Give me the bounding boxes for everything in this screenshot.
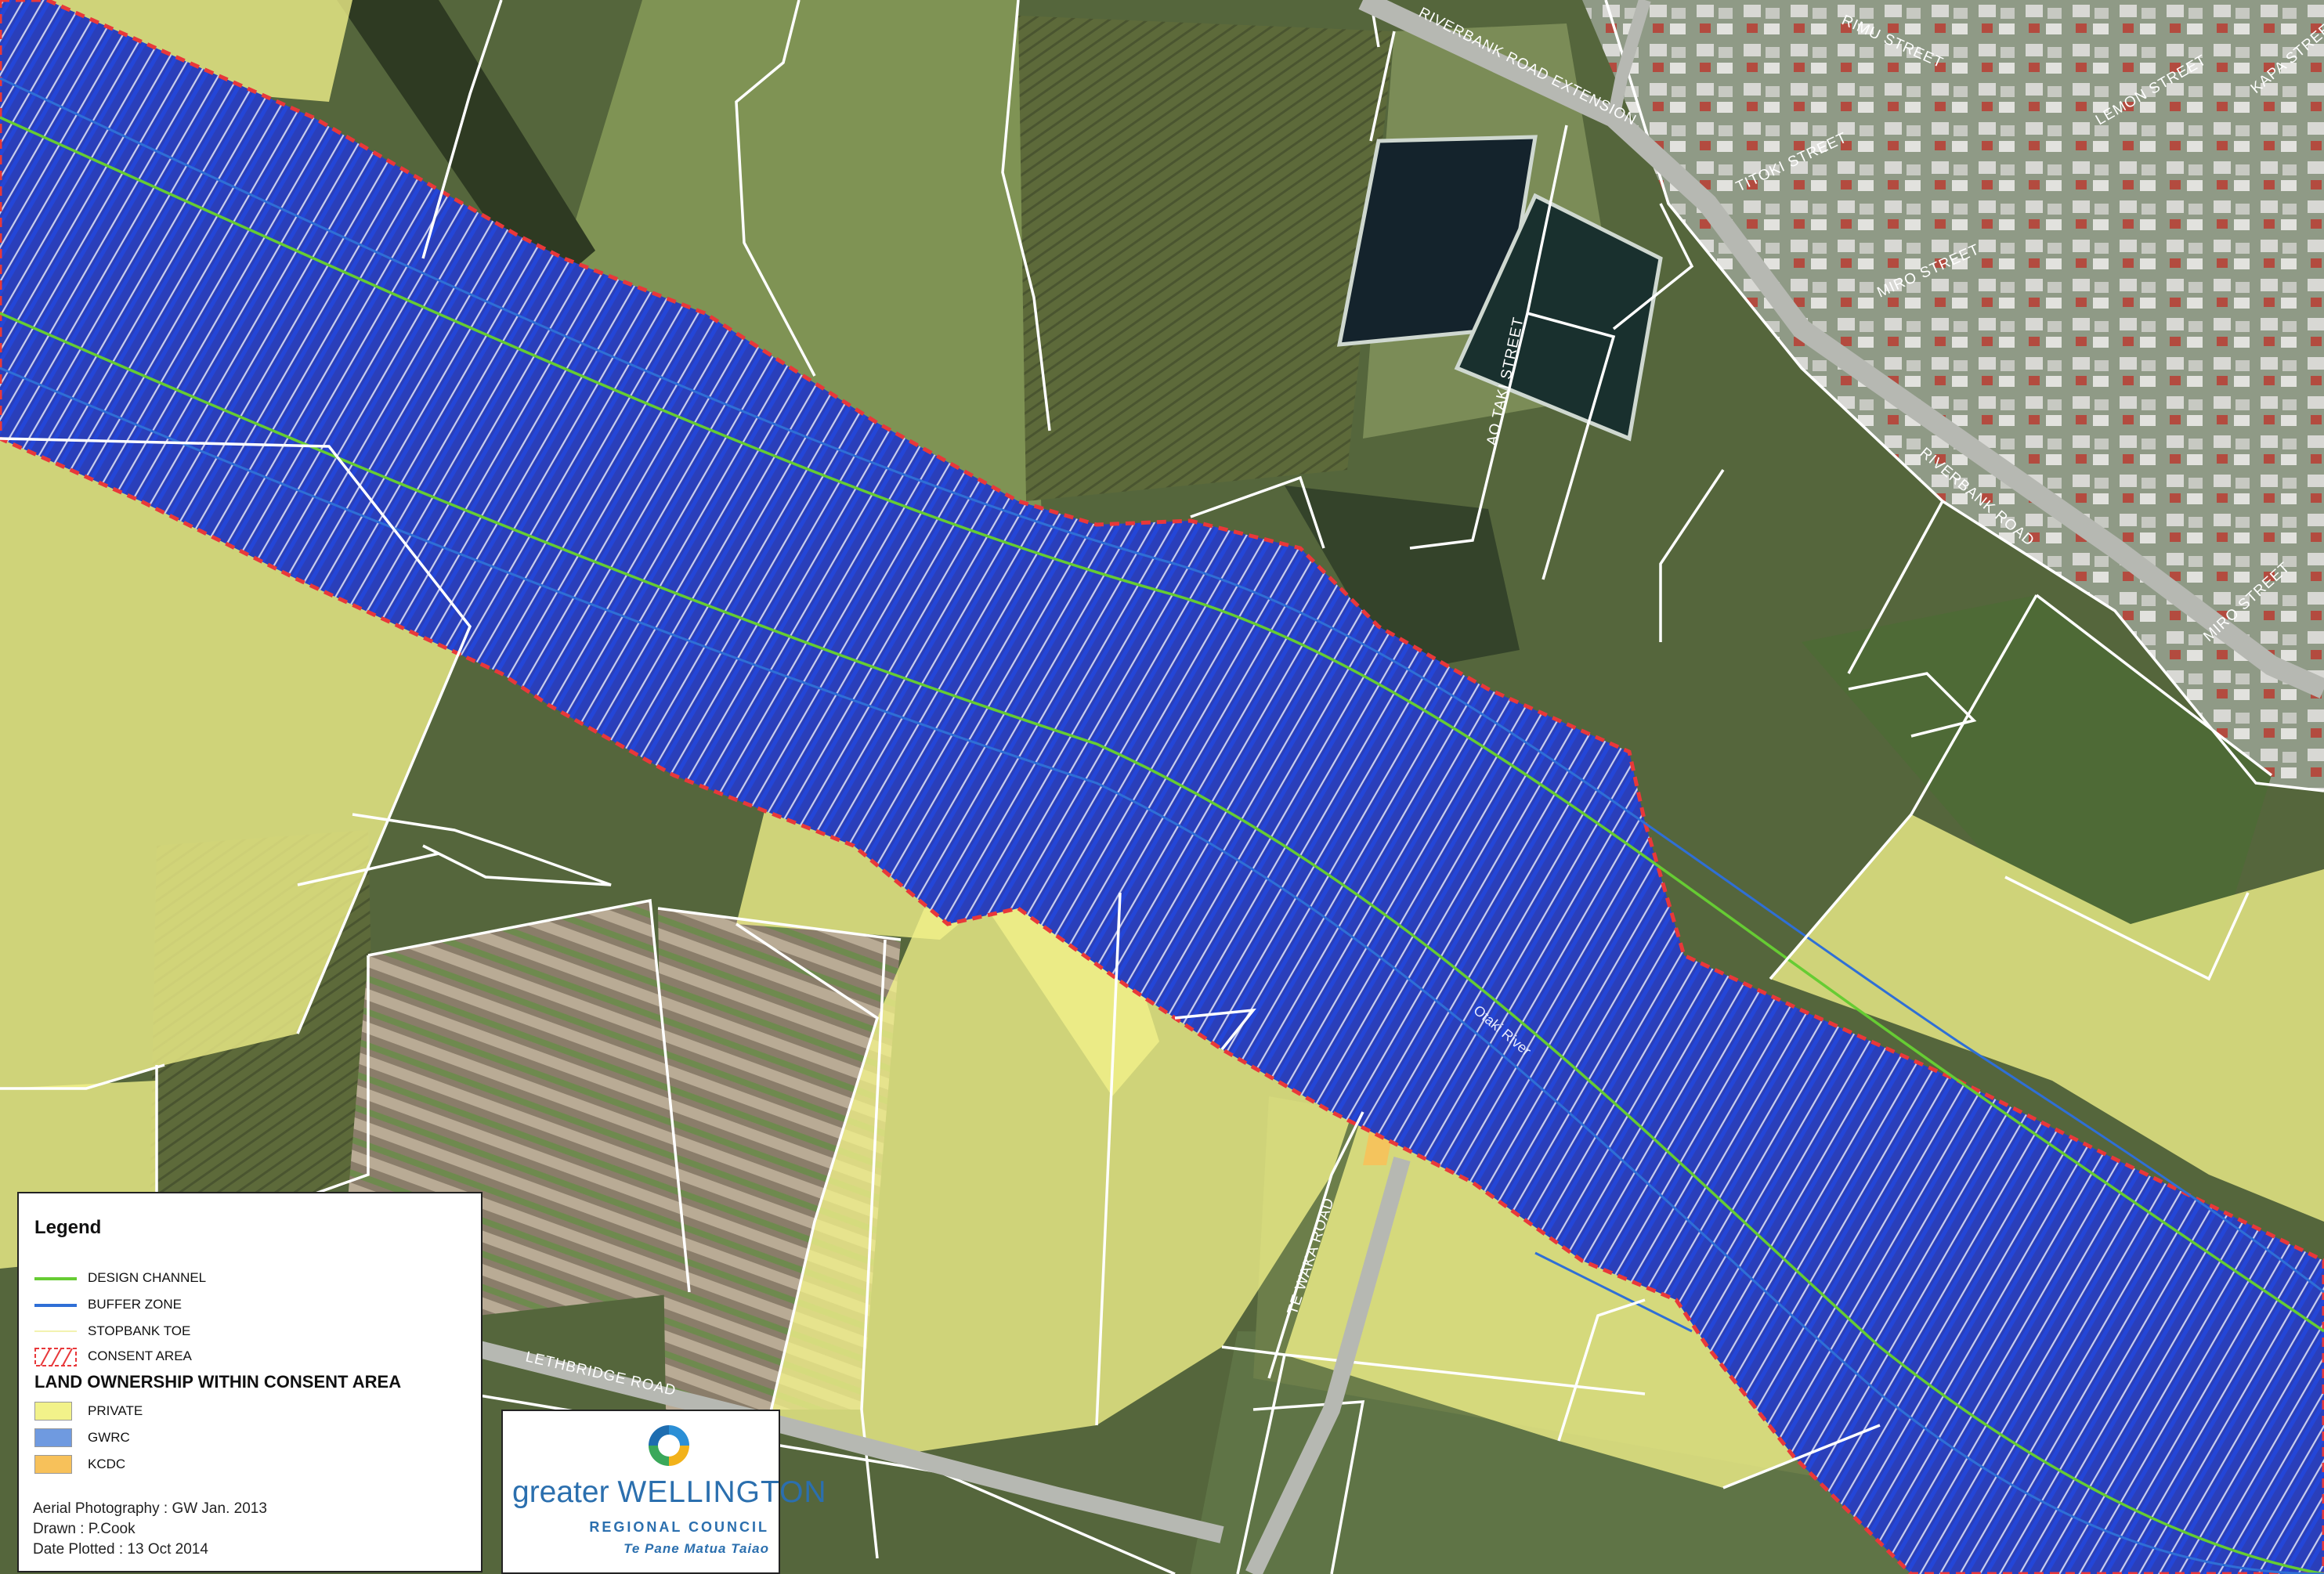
logo-subtitle: REGIONAL COUNCIL xyxy=(589,1519,769,1535)
consent-area-swatch xyxy=(34,1348,77,1366)
legend-label: DESIGN CHANNEL xyxy=(88,1270,207,1285)
legend-item-private: PRIVATE xyxy=(34,1402,143,1421)
private-swatch xyxy=(34,1402,72,1421)
legend-item-consent-area: CONSENT AREA xyxy=(34,1347,192,1366)
legend-section-title: LAND OWNERSHIP WITHIN CONSENT AREA xyxy=(34,1372,402,1392)
legend-item-gwrc: GWRC xyxy=(34,1428,130,1447)
tree-belt xyxy=(1285,486,1520,673)
legend-item-kcdc: KCDC xyxy=(34,1455,125,1474)
field xyxy=(1802,595,2272,979)
legend-label: STOPBANK TOE xyxy=(88,1323,191,1338)
design-channel-lines xyxy=(0,116,2324,1574)
buffer-zone-swatch xyxy=(34,1296,77,1313)
legend-label: GWRC xyxy=(88,1430,130,1445)
greater-wellington-swirl-logo-icon xyxy=(647,1424,691,1468)
logo-tagline: Te Pane Matua Taiao xyxy=(623,1541,769,1556)
logo-wordmark: greater WELLINGTON xyxy=(512,1475,827,1509)
tree-belt xyxy=(337,0,595,298)
stopbank-toe-swatch xyxy=(34,1323,77,1340)
field-rows xyxy=(1018,16,1394,501)
pond xyxy=(1454,193,1663,442)
legend-label: CONSENT AREA xyxy=(88,1348,192,1363)
buffer-zone-lines xyxy=(0,77,2324,1574)
map-legend: Legend DESIGN CHANNEL BUFFER ZONE STOPBA… xyxy=(17,1192,483,1572)
greater-wellington-logo: greater WELLINGTON REGIONAL COUNCIL Te P… xyxy=(501,1410,826,1574)
gwrc-swatch xyxy=(34,1428,72,1447)
legend-item-stopbank-toe: STOPBANK TOE xyxy=(34,1322,190,1341)
kcdc-swatch xyxy=(34,1455,72,1474)
legend-label: KCDC xyxy=(88,1457,126,1471)
drawn-by: Drawn : P.Cook xyxy=(33,1521,136,1537)
legend-label: BUFFER ZONE xyxy=(88,1297,182,1312)
aerial-photography-credit: Aerial Photography : GW Jan. 2013 xyxy=(33,1500,267,1517)
legend-title: Legend xyxy=(34,1217,102,1238)
urban-area xyxy=(1582,0,2324,791)
roads xyxy=(468,0,2324,1574)
design-channel-swatch xyxy=(34,1269,77,1287)
legend-label: PRIVATE xyxy=(88,1403,143,1418)
legend-item-design-channel: DESIGN CHANNEL xyxy=(34,1269,206,1287)
legend-item-buffer-zone: BUFFER ZONE xyxy=(34,1295,182,1314)
date-plotted: Date Plotted : 13 Oct 2014 xyxy=(33,1541,208,1558)
